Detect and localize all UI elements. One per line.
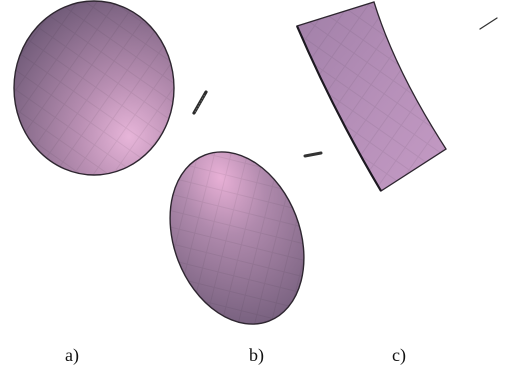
label-b: b) [249,345,264,365]
surface-c [295,1,447,192]
surface-a [13,0,175,176]
surface-a-edge-mark [192,90,208,115]
label-c: c) [392,345,406,365]
surface-b-edge-mark [303,151,323,158]
surface-c-edge-mark [479,17,498,30]
label-a: a) [65,345,79,365]
surface-b [169,151,305,325]
